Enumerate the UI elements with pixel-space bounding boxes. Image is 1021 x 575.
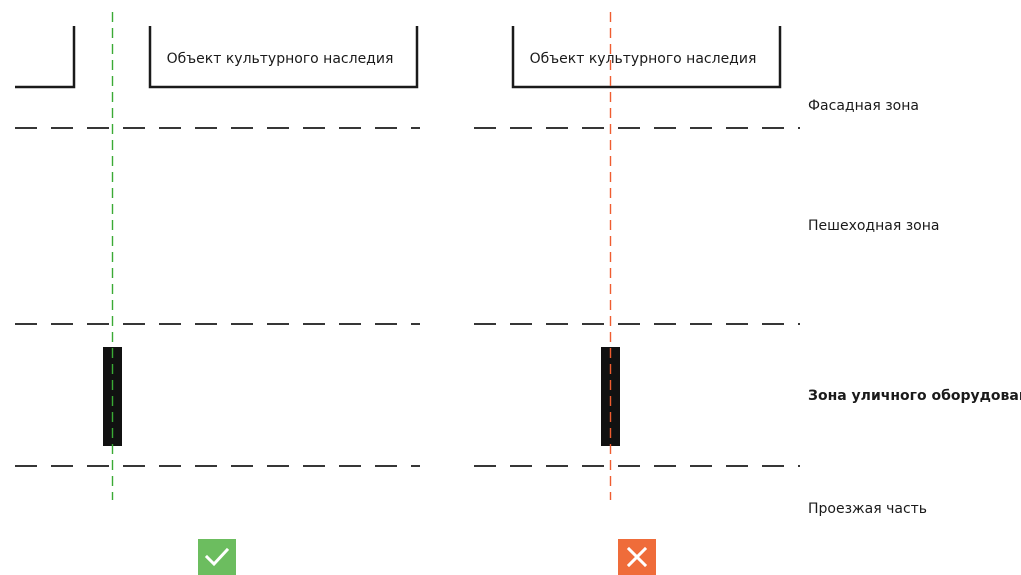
zone-label-roadway: Проезжая часть: [808, 501, 927, 517]
zone-label-facade: Фасадная зона: [808, 98, 919, 114]
correct-badge: [198, 539, 236, 575]
left-heritage-building-outline: [148, 26, 419, 89]
left-heritage-building-label: Объект культурного наследия: [167, 51, 394, 67]
wrong-badge: [618, 539, 656, 575]
cross-icon: [627, 547, 647, 567]
zone-labels: Фасадная зона Пешеходная зона Зона уличн…: [808, 98, 1021, 517]
right-heritage-building-label: Объект культурного наследия: [530, 51, 757, 67]
right-panel: Объект культурного наследия: [474, 12, 800, 500]
left-neighbor-building-outline: [15, 26, 76, 89]
check-icon: [205, 547, 229, 567]
zone-label-pedestrian: Пешеходная зона: [808, 218, 939, 234]
left-panel: Объект культурного наследия: [15, 12, 420, 500]
right-heritage-building-outline: [511, 26, 782, 89]
zone-label-street-equipment: Зона уличного оборудования: [808, 388, 1021, 404]
